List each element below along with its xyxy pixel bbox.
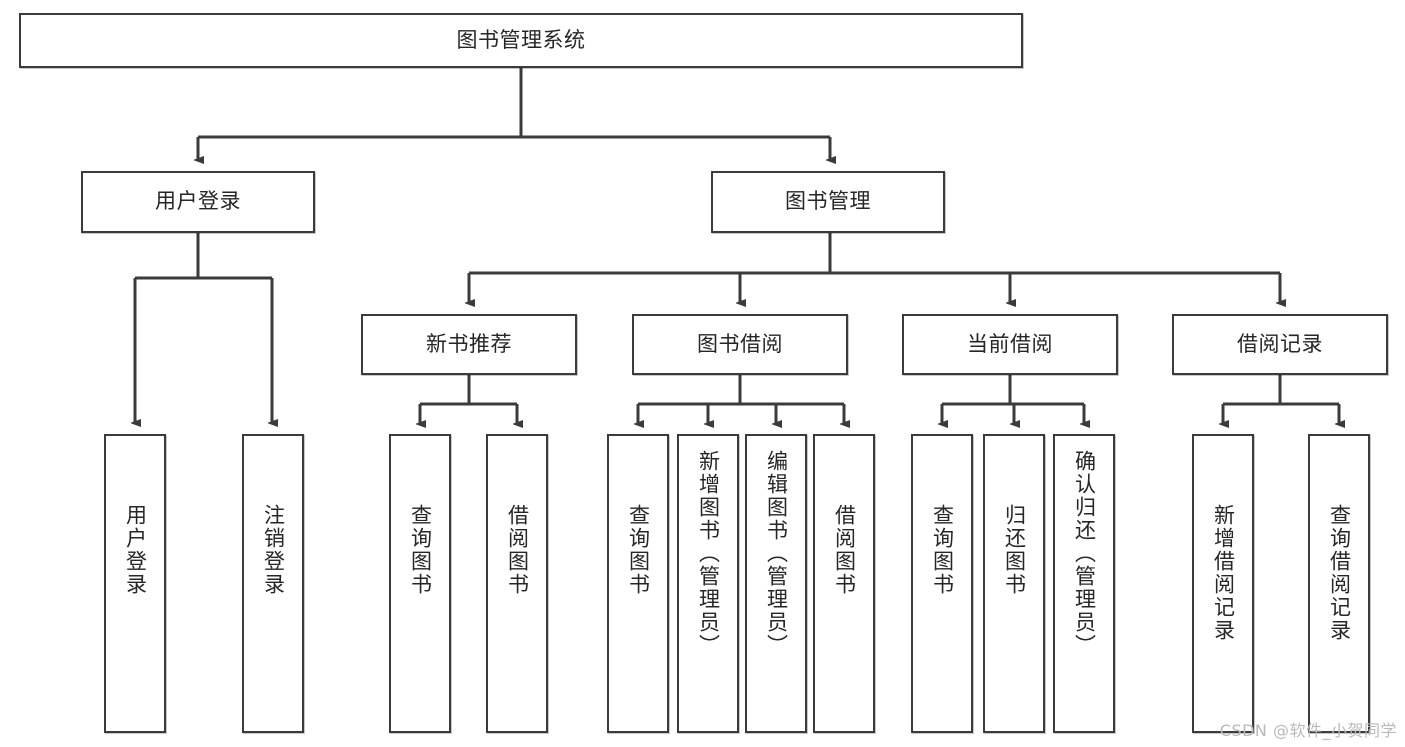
node-root-label: 图书管理系统 — [456, 27, 586, 52]
node-leaf-2[interactable]: 查询图书 — [389, 434, 451, 733]
node-leaf-6[interactable]: 编辑图书（管理员） — [745, 434, 807, 733]
node-leaf-10[interactable]: 确认归还（管理员） — [1053, 434, 1115, 733]
node-level3-0-label: 新书推荐 — [426, 331, 512, 356]
node-leaf-0[interactable]: 用户登录 — [104, 434, 166, 733]
node-leaf-0-label: 用户登录 — [123, 504, 148, 596]
node-level3-1-label: 图书借阅 — [697, 331, 783, 356]
node-leaf-9-label: 归还图书 — [1002, 504, 1027, 596]
node-leaf-12-label: 查询借阅记录 — [1327, 504, 1352, 642]
node-level3-1[interactable]: 图书借阅 — [632, 314, 848, 375]
node-leaf-6-label: 编辑图书（管理员） — [764, 450, 789, 657]
node-leaf-8[interactable]: 查询图书 — [911, 434, 973, 733]
node-leaf-10-label: 确认归还（管理员） — [1072, 450, 1097, 657]
node-leaf-1[interactable]: 注销登录 — [242, 434, 304, 733]
node-level2-0-label: 用户登录 — [155, 189, 241, 214]
node-leaf-5[interactable]: 新增图书（管理员） — [677, 434, 739, 733]
node-level2-1-label: 图书管理 — [785, 189, 871, 214]
watermark: CSDN @软件_小贺同学 — [1219, 721, 1397, 740]
node-level3-3-label: 借阅记录 — [1237, 331, 1323, 356]
node-root[interactable]: 图书管理系统 — [19, 13, 1023, 68]
node-level3-0[interactable]: 新书推荐 — [361, 314, 577, 375]
node-level3-3[interactable]: 借阅记录 — [1172, 314, 1388, 375]
node-leaf-4-label: 查询图书 — [626, 504, 651, 596]
node-leaf-1-label: 注销登录 — [261, 504, 286, 596]
node-leaf-7-label: 借阅图书 — [832, 504, 857, 596]
node-leaf-8-label: 查询图书 — [930, 504, 955, 596]
node-level3-2-label: 当前借阅 — [967, 331, 1053, 356]
node-leaf-11-label: 新增借阅记录 — [1211, 504, 1236, 642]
node-leaf-5-label: 新增图书（管理员） — [696, 450, 721, 657]
node-leaf-3-label: 借阅图书 — [505, 504, 530, 596]
node-level2-0[interactable]: 用户登录 — [81, 171, 315, 233]
node-leaf-12[interactable]: 查询借阅记录 — [1308, 434, 1370, 733]
node-level2-1[interactable]: 图书管理 — [711, 171, 945, 233]
node-leaf-4[interactable]: 查询图书 — [607, 434, 669, 733]
node-leaf-3[interactable]: 借阅图书 — [486, 434, 548, 733]
node-level3-2[interactable]: 当前借阅 — [902, 314, 1118, 375]
node-leaf-11[interactable]: 新增借阅记录 — [1192, 434, 1254, 733]
node-leaf-7[interactable]: 借阅图书 — [813, 434, 875, 733]
node-leaf-9[interactable]: 归还图书 — [983, 434, 1045, 733]
node-leaf-2-label: 查询图书 — [408, 504, 433, 596]
